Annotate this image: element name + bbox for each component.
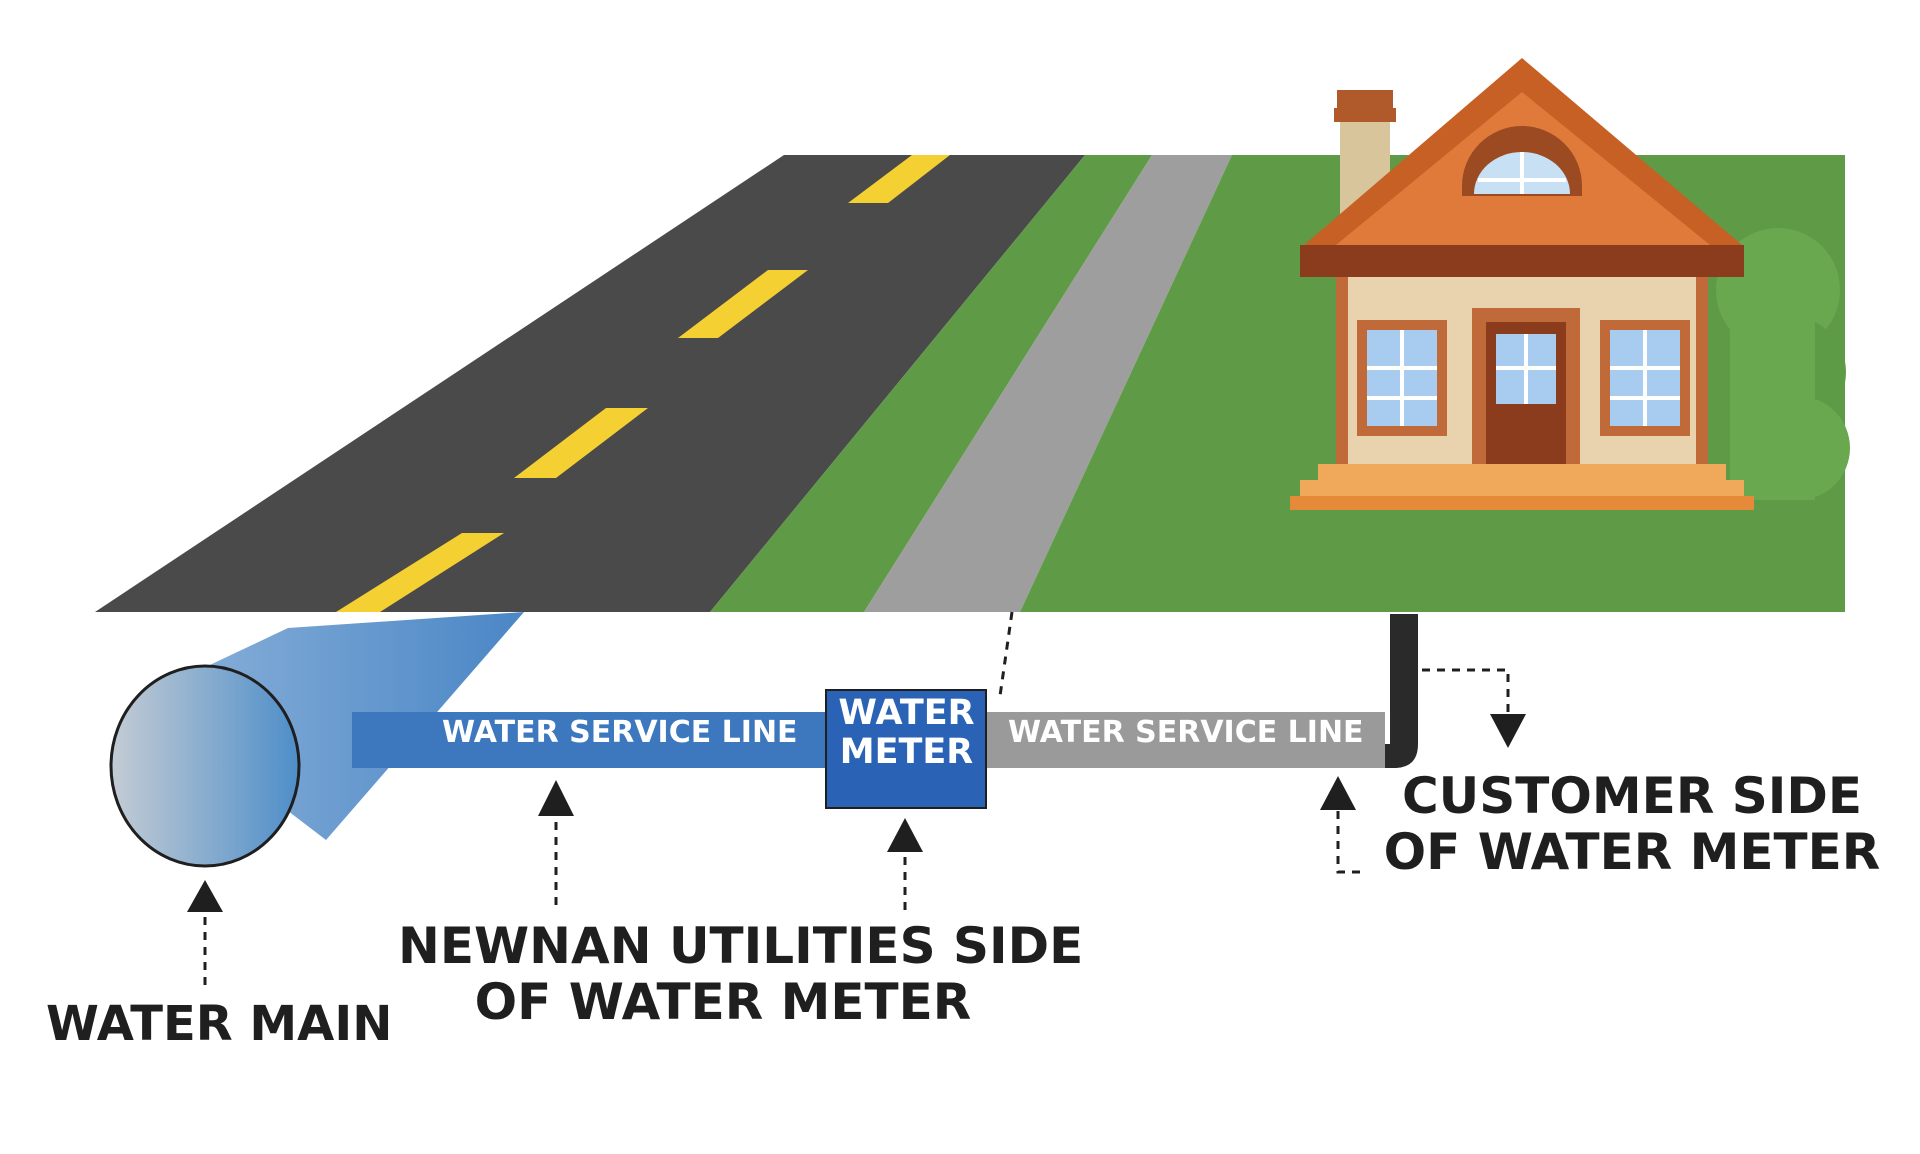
grass-strip — [710, 155, 1152, 612]
arrow-up-icon — [187, 880, 223, 912]
service-line-left-label: WATER SERVICE LINE — [442, 715, 798, 750]
customer-side-label: CUSTOMER SIDE OF WATER METER — [1372, 768, 1892, 880]
arrow-up-icon — [538, 780, 574, 816]
water-main-label: WATER MAIN — [46, 996, 393, 1052]
utility-service-pipe — [352, 712, 832, 768]
arrow-up-icon — [887, 818, 923, 852]
road — [95, 155, 1085, 612]
road-stripes — [336, 155, 950, 612]
sidewalk — [864, 155, 1232, 612]
arrow-down-icon — [1490, 714, 1526, 748]
water-meter-label: WATER METER — [828, 694, 985, 771]
leader-lines — [203, 611, 1510, 985]
arrow-up-icon — [1320, 776, 1356, 810]
meter-label-line2: METER — [839, 731, 974, 772]
water-meter-box — [825, 689, 987, 809]
customer-service-pipe — [985, 712, 1385, 768]
utilities-side-line2: OF WATER METER — [474, 973, 972, 1031]
utilities-side-line1: NEWNAN UTILITIES SIDE — [398, 917, 1084, 975]
customer-pipe-riser — [1385, 614, 1418, 768]
water-main-pipe — [109, 612, 524, 868]
arrowheads — [187, 714, 1526, 912]
bush-icon — [1716, 228, 1850, 500]
house-icon — [1290, 58, 1754, 510]
utilities-side-label: NEWNAN UTILITIES SIDE OF WATER METER — [398, 917, 1084, 1031]
customer-side-line2: OF WATER METER — [1383, 823, 1881, 881]
meter-label-line1: WATER — [838, 693, 975, 733]
customer-side-line1: CUSTOMER SIDE — [1401, 767, 1862, 825]
service-line-right-label: WATER SERVICE LINE — [1008, 715, 1364, 750]
